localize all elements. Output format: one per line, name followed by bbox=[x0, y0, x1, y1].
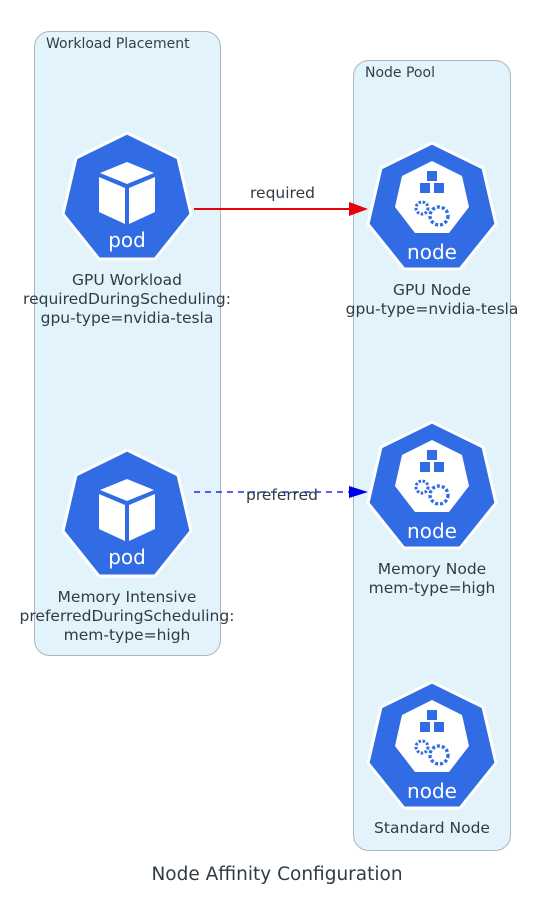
pod-icon-text: pod bbox=[108, 228, 146, 252]
label-line: gpu-type=nvidia-tesla bbox=[345, 300, 519, 318]
gpu-node-label: GPU Node gpu-type=nvidia-tesla bbox=[332, 281, 532, 319]
label-line: preferredDuringScheduling: bbox=[19, 607, 235, 625]
node-icon-text: node bbox=[407, 240, 457, 264]
label-line: Memory Intensive bbox=[57, 588, 197, 606]
label-line: gpu-type=nvidia-tesla bbox=[40, 309, 214, 327]
cluster-title: Node Pool bbox=[365, 65, 435, 81]
label-line: mem-type=high bbox=[63, 626, 191, 644]
required-edge-label: required bbox=[250, 184, 315, 202]
preferred-edge-label: preferred bbox=[246, 486, 318, 504]
node-icon-text: node bbox=[407, 779, 457, 803]
kubernetes-node-icon: node bbox=[366, 421, 498, 550]
preferred-edge-arrowhead bbox=[349, 486, 368, 498]
pod-icon-text: pod bbox=[108, 545, 146, 569]
label-line: requiredDuringScheduling: bbox=[23, 290, 231, 308]
kubernetes-pod-icon: pod bbox=[61, 449, 193, 578]
label-line: Standard Node bbox=[374, 819, 490, 837]
standard-node-label: Standard Node bbox=[332, 819, 532, 838]
node-icon-text: node bbox=[407, 519, 457, 543]
label-line: Memory Node bbox=[377, 560, 487, 578]
required-edge-arrowhead bbox=[349, 202, 368, 216]
kubernetes-node-icon: node bbox=[366, 681, 498, 810]
memory-intensive-label: Memory Intensive preferredDuringScheduli… bbox=[0, 588, 254, 645]
memory-node-label: Memory Node mem-type=high bbox=[332, 560, 532, 598]
label-line: GPU Workload bbox=[71, 271, 182, 289]
label-line: mem-type=high bbox=[368, 579, 496, 597]
diagram-title: Node Affinity Configuration bbox=[151, 864, 403, 885]
kubernetes-pod-icon: pod bbox=[61, 132, 193, 261]
gpu-workload-label: GPU Workload requiredDuringScheduling: g… bbox=[0, 271, 254, 328]
label-line: GPU Node bbox=[392, 281, 472, 299]
cluster-title: Workload Placement bbox=[46, 36, 190, 52]
kubernetes-node-icon: node bbox=[366, 142, 498, 271]
